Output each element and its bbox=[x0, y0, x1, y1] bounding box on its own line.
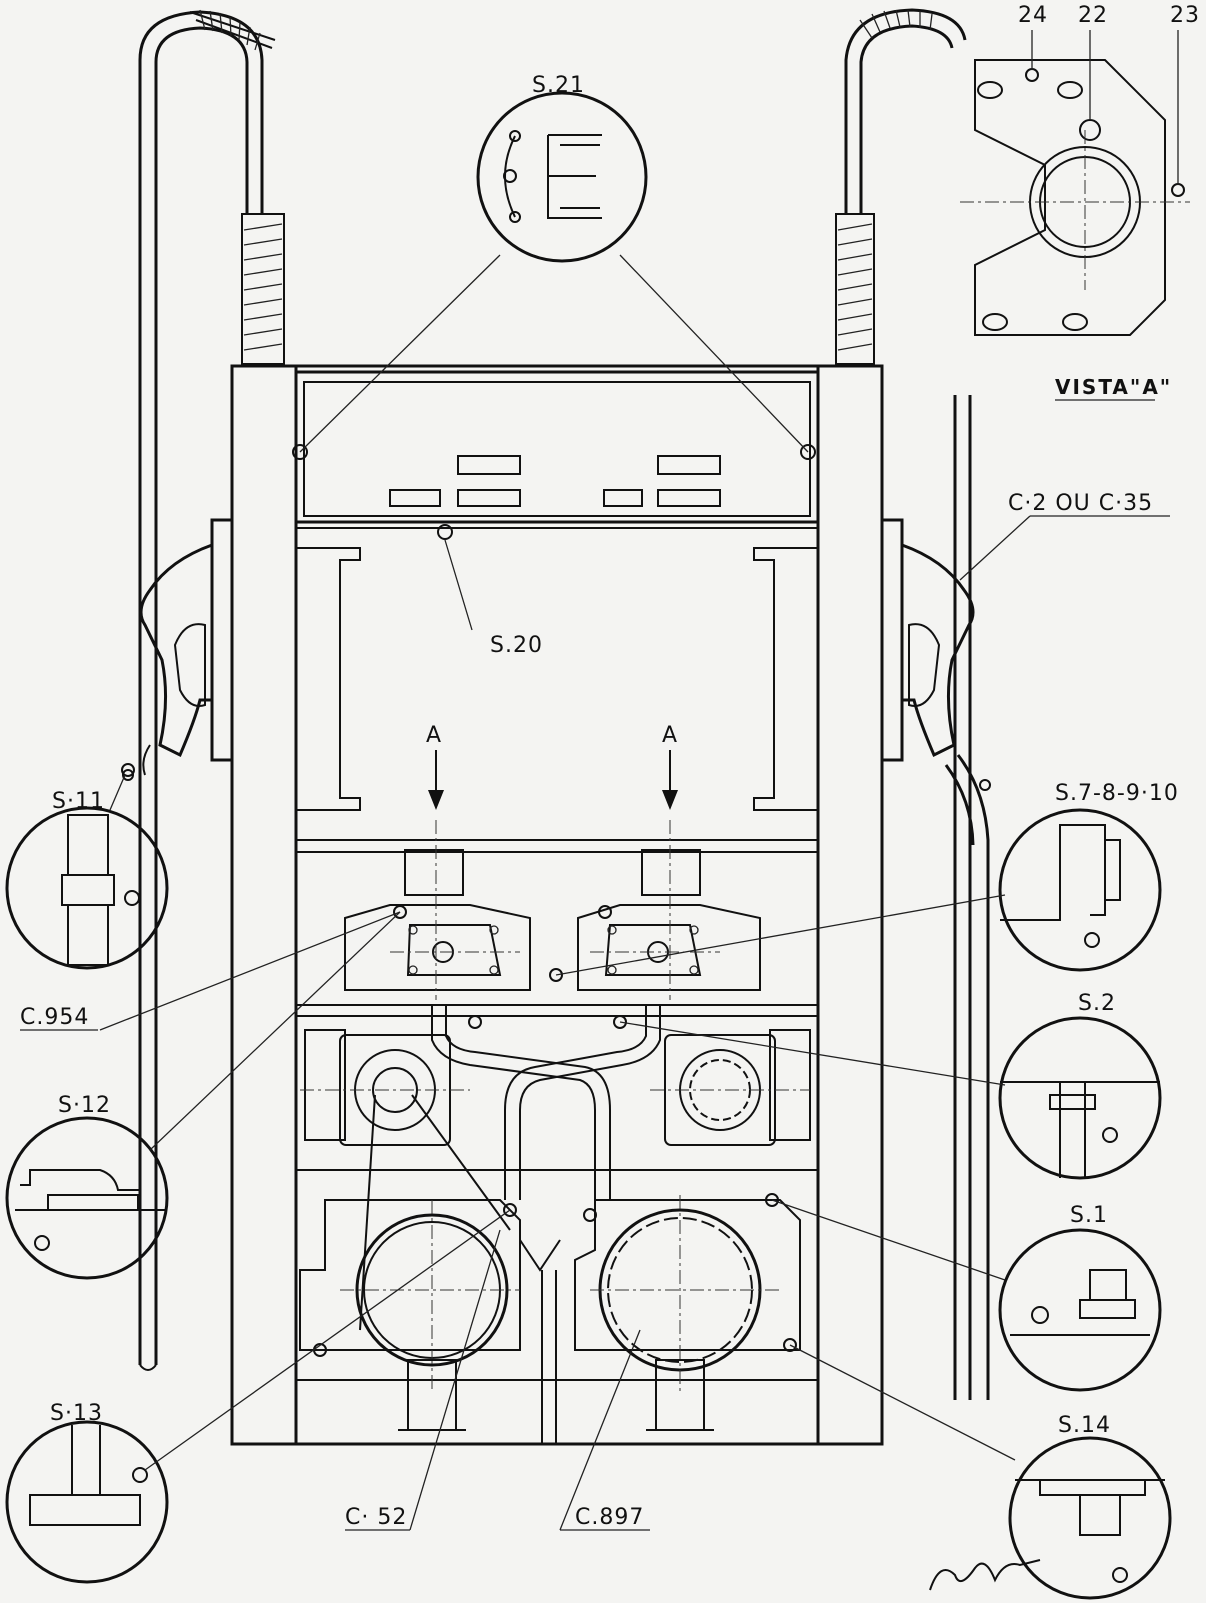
label-arrow-a-left: A bbox=[426, 723, 442, 748]
vista-a-detail bbox=[960, 30, 1190, 336]
label-22: 22 bbox=[1078, 3, 1108, 28]
detail-s12 bbox=[5, 911, 401, 1280]
detail-s2 bbox=[619, 1016, 1162, 1180]
label-c52: C· 52 bbox=[345, 1505, 407, 1530]
leader-lines bbox=[20, 399, 1170, 1531]
detail-s1 bbox=[771, 1199, 1162, 1392]
detail-s7 bbox=[555, 808, 1162, 976]
label-c954: C.954 bbox=[20, 1005, 89, 1030]
label-c897: C.897 bbox=[575, 1505, 644, 1530]
label-c2-ou-c35: C·2 OU C·35 bbox=[1008, 491, 1153, 516]
motors bbox=[300, 1029, 811, 1331]
label-vista-a: VISTA"A" bbox=[1055, 375, 1172, 399]
label-s2: S.2 bbox=[1078, 991, 1116, 1016]
left-hose bbox=[138, 9, 285, 1371]
label-s20: S.20 bbox=[490, 633, 543, 658]
left-nozzle bbox=[122, 518, 234, 781]
detail-s21 bbox=[299, 91, 809, 453]
label-23: 23 bbox=[1170, 3, 1200, 28]
label-s7-8-9-10: S.7-8-9·10 bbox=[1055, 781, 1179, 806]
label-arrow-a-right: A bbox=[662, 723, 678, 748]
label-s12: S·12 bbox=[58, 1093, 111, 1118]
label-s21: S.21 bbox=[532, 73, 585, 98]
signature bbox=[929, 1559, 1041, 1591]
labels: S.21 S.20 S·11 S·12 S·13 S.14 S.7-8-9·10… bbox=[20, 3, 1200, 1530]
label-s1: S.1 bbox=[1070, 1203, 1108, 1228]
view-arrows bbox=[428, 750, 678, 810]
label-24: 24 bbox=[1018, 3, 1048, 28]
grease-fittings bbox=[121, 444, 816, 1357]
meters bbox=[344, 820, 761, 1000]
right-hose bbox=[835, 8, 990, 1400]
detail-s13 bbox=[5, 1209, 511, 1584]
label-s11: S·11 bbox=[52, 789, 105, 814]
crossing-pipes bbox=[431, 1005, 661, 1200]
label-s13: S·13 bbox=[50, 1401, 103, 1426]
detail-s14 bbox=[789, 1344, 1172, 1600]
label-s14: S.14 bbox=[1058, 1413, 1111, 1438]
right-nozzle bbox=[880, 518, 991, 791]
detail-s11 bbox=[5, 774, 169, 970]
